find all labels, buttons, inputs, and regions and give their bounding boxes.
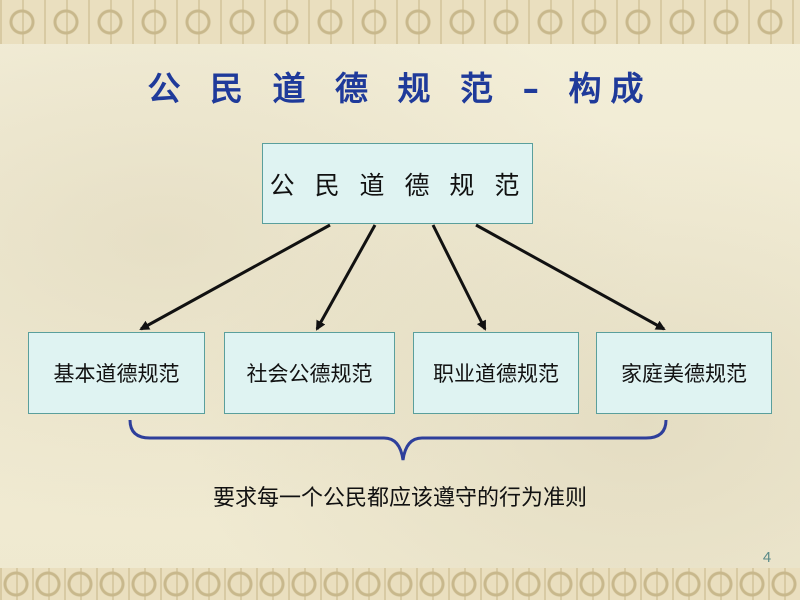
top-decorative-border [0,0,800,44]
slide-title: 公 民 道 德 规 范 – 构成 [147,69,653,108]
root-node-label: 公 民 道 德 规 范 [269,170,526,200]
child-node-basic: 基本道德规范 [28,332,205,414]
curly-brace [128,419,668,461]
child-node-family: 家庭美德规范 [596,332,772,414]
child-node-label: 职业道德规范 [433,362,559,386]
bottom-decorative-border [0,568,800,600]
child-node-label: 社会公德规范 [246,362,373,386]
child-node-label: 家庭美德规范 [621,362,747,386]
arrow-to-professional [431,224,487,331]
child-node-label: 基本道德规范 [53,362,180,386]
child-node-social: 社会公德规范 [224,332,395,414]
arrow-to-social [315,224,377,331]
root-node: 公 民 道 德 规 范 [262,143,533,224]
child-node-professional: 职业道德规范 [413,332,579,414]
summary-text: 要求每一个公民都应该遵守的行为准则 [212,486,587,511]
arrow-to-family [475,223,666,331]
arrow-to-basic [139,223,331,331]
page-number: 4 [762,549,772,566]
